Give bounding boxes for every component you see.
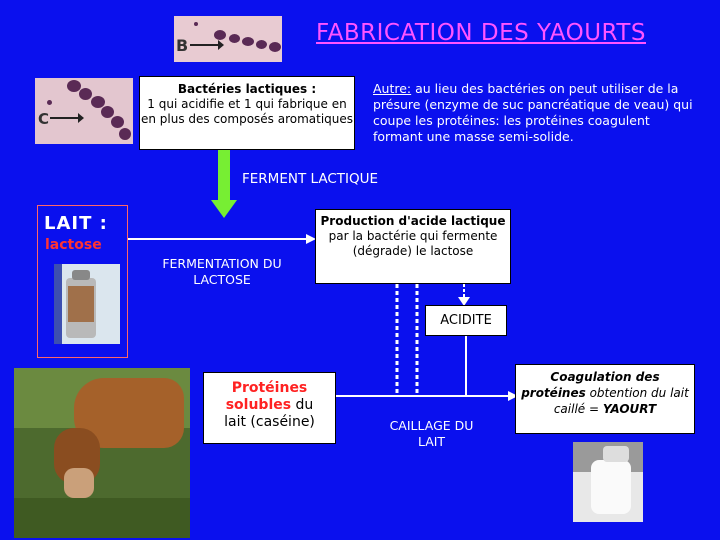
bacteria-description: 1 qui acidifie et 1 qui fabrique en en p… — [140, 97, 354, 126]
coagulation-title: Coagulation des — [550, 370, 660, 384]
milk-subtitle: lactose — [45, 237, 102, 253]
arrow-b-icon — [190, 40, 224, 50]
label-c: C — [38, 110, 50, 128]
bacteria-image-b — [174, 16, 282, 62]
fermentation-label: FERMENTATION DU LACTOSE — [162, 256, 282, 287]
proteins-du: du — [291, 397, 314, 413]
milk-title: LAIT : — [44, 213, 108, 234]
arrow-c-icon — [50, 113, 84, 123]
alternative-prefix: Autre: — [373, 81, 412, 96]
production-description: par la bactérie qui fermente (dégrade) l… — [328, 229, 498, 258]
dashed-line-caillage — [395, 284, 399, 396]
coagulation-box: Coagulation des protéines obtention du l… — [515, 364, 695, 434]
acidity-box: ACIDITE — [425, 305, 507, 336]
production-title: Production d'acide lactique — [320, 214, 506, 228]
milk-can-image — [54, 264, 120, 344]
milk-box — [37, 205, 128, 358]
page-title: FABRICATION DES YAOURTS — [316, 20, 646, 46]
arrow-to-acidity-icon — [458, 284, 470, 306]
arrow-to-production-icon — [128, 234, 316, 244]
flow-lines-to-coagulation — [336, 336, 518, 401]
coagulation-proteins: protéines — [521, 386, 586, 400]
green-down-arrow-icon — [211, 150, 237, 218]
ferment-label: FERMENT LACTIQUE — [242, 171, 379, 187]
yogurt-photo — [573, 442, 643, 522]
label-b: B — [176, 36, 189, 55]
bacteria-image-c — [35, 78, 133, 144]
coagulation-yaourt: YAOURT — [602, 402, 657, 416]
curdling-label: CAILLAGE DU LAIT — [389, 418, 474, 449]
coagulation-text: obtention du lait caillé = — [553, 386, 689, 416]
bacteria-title: Bactéries lactiques : — [177, 82, 317, 96]
proteins-casein: lait (caséine) — [224, 414, 315, 430]
proteins-box: Protéines solubles du lait (caséine) — [203, 372, 336, 444]
dashed-line-caillage-2 — [415, 284, 419, 396]
production-box: Production d'acide lactique par la bacté… — [315, 209, 511, 284]
cow-photo — [14, 368, 190, 538]
alternative-note: Autre: au lieu des bactéries on peut uti… — [373, 81, 701, 145]
proteins-word: Protéines — [231, 380, 308, 396]
alternative-text: au lieu des bactéries on peut utiliser d… — [373, 81, 693, 144]
soluble-word: solubles — [225, 397, 292, 413]
bacteria-box: Bactéries lactiques : 1 qui acidifie et … — [139, 76, 355, 150]
